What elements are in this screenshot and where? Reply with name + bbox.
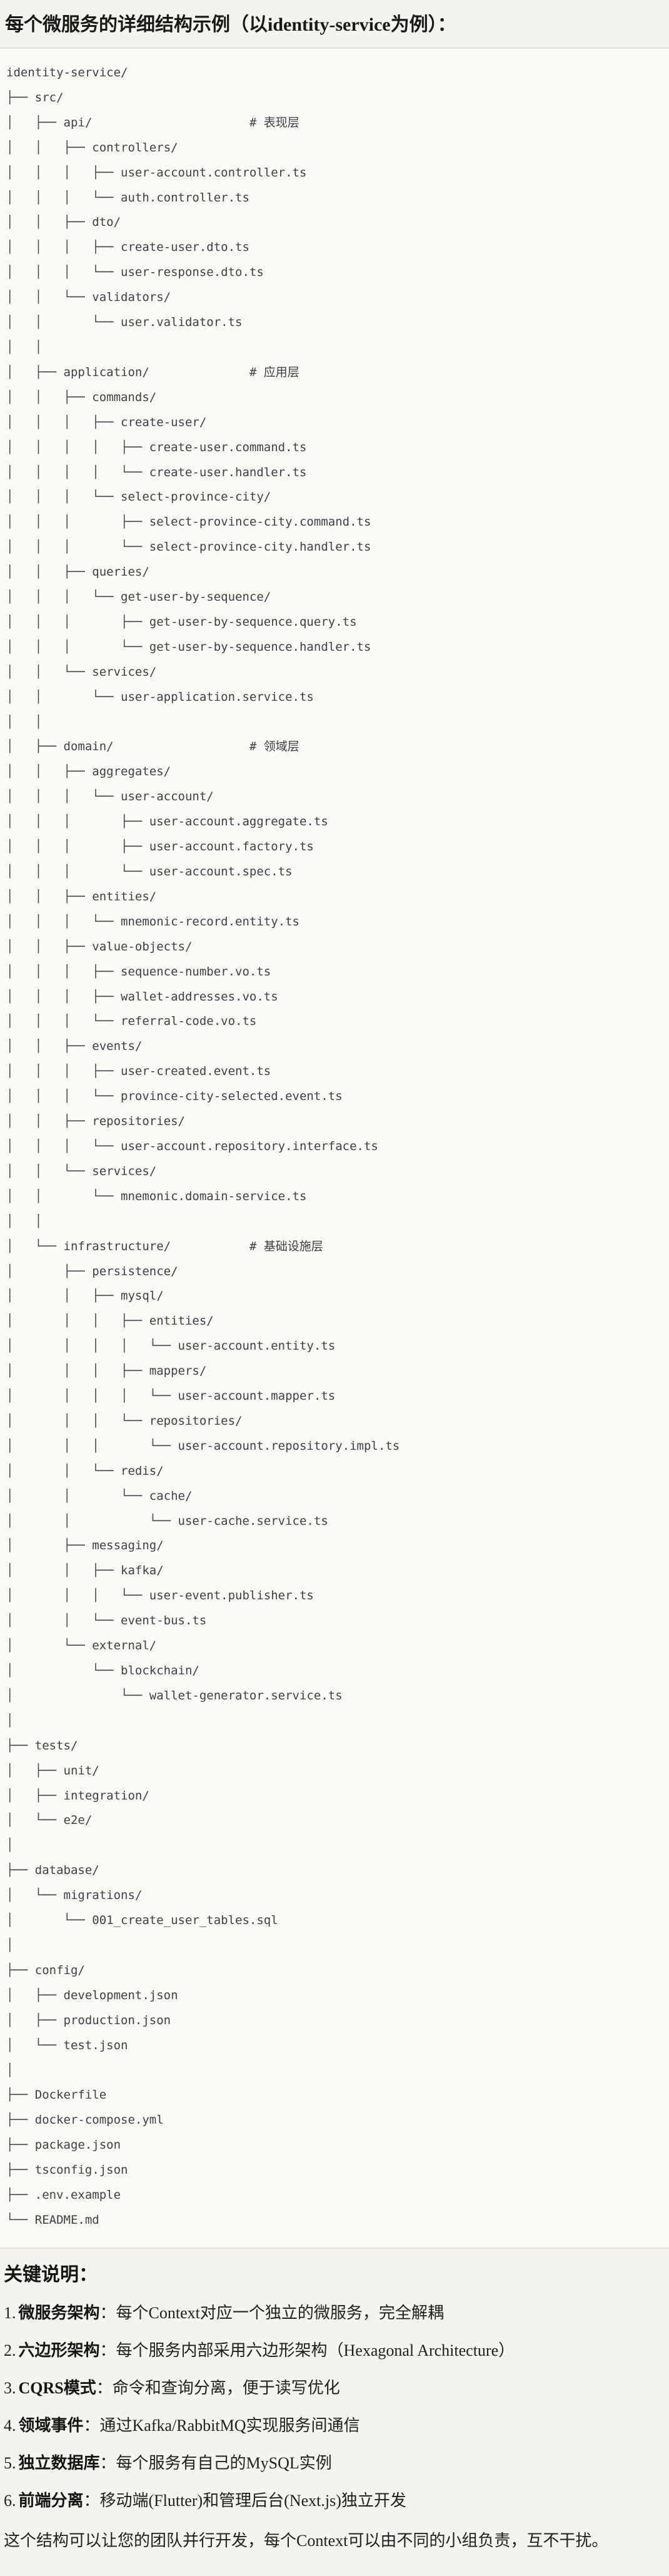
list-item-label: CQRS模式	[18, 2378, 96, 2397]
file-tree: identity-service/ ├── src/ │ ├── api/ # …	[6, 66, 400, 2227]
list-item-label: 微服务架构	[18, 2303, 100, 2322]
list-item-label: 领域事件	[18, 2416, 84, 2435]
list-item: 4.领域事件：通过Kafka/RabbitMQ实现服务间通信	[4, 2415, 663, 2436]
list-item-text: ：每个服务内部采用六边形架构（Hexagonal Architecture）	[99, 2341, 515, 2360]
page-title: 每个微服务的详细结构示例（以identity-service为例）：	[5, 14, 456, 35]
list-item-text: ：通过Kafka/RabbitMQ实现服务间通信	[83, 2416, 360, 2435]
key-notes-section: 关键说明： 1.微服务架构：每个Context对应一个独立的微服务，完全解耦 2…	[0, 2249, 669, 2552]
list-item-number: 6.	[4, 2491, 16, 2510]
list-item-number: 5.	[4, 2453, 16, 2472]
list-item-label: 独立数据库	[18, 2453, 100, 2472]
list-item-label: 六边形架构	[18, 2341, 100, 2360]
list-item-text: ：每个Context对应一个独立的微服务，完全解耦	[99, 2303, 444, 2322]
list-item: 1.微服务架构：每个Context对应一个独立的微服务，完全解耦	[4, 2303, 663, 2324]
file-tree-block: identity-service/ ├── src/ │ ├── api/ # …	[0, 48, 669, 2249]
list-item-number: 2.	[4, 2341, 16, 2360]
key-notes-list: 1.微服务架构：每个Context对应一个独立的微服务，完全解耦 2.六边形架构…	[4, 2303, 663, 2512]
list-item: 3.CQRS模式：命令和查询分离，便于读写优化	[4, 2378, 663, 2399]
list-item-text: ：每个服务有自己的MySQL实例	[99, 2453, 332, 2472]
list-item: 6.前端分离：移动端(Flutter)和管理后台(Next.js)独立开发	[4, 2490, 663, 2512]
closing-paragraph: 这个结构可以让您的团队并行开发，每个Context可以由不同的小组负责，互不干扰…	[4, 2531, 608, 2550]
list-item: 2.六边形架构：每个服务内部采用六边形架构（Hexagonal Architec…	[4, 2340, 663, 2361]
list-item: 5.独立数据库：每个服务有自己的MySQL实例	[4, 2453, 663, 2474]
list-item-number: 1.	[4, 2303, 16, 2322]
list-item-text: ：命令和查询分离，便于读写优化	[96, 2378, 340, 2397]
list-item-number: 4.	[4, 2416, 16, 2435]
list-item-text: ：移动端(Flutter)和管理后台(Next.js)独立开发	[83, 2491, 406, 2510]
list-item-label: 前端分离	[18, 2491, 84, 2510]
list-item-number: 3.	[4, 2378, 16, 2397]
key-notes-heading: 关键说明：	[4, 2264, 98, 2285]
